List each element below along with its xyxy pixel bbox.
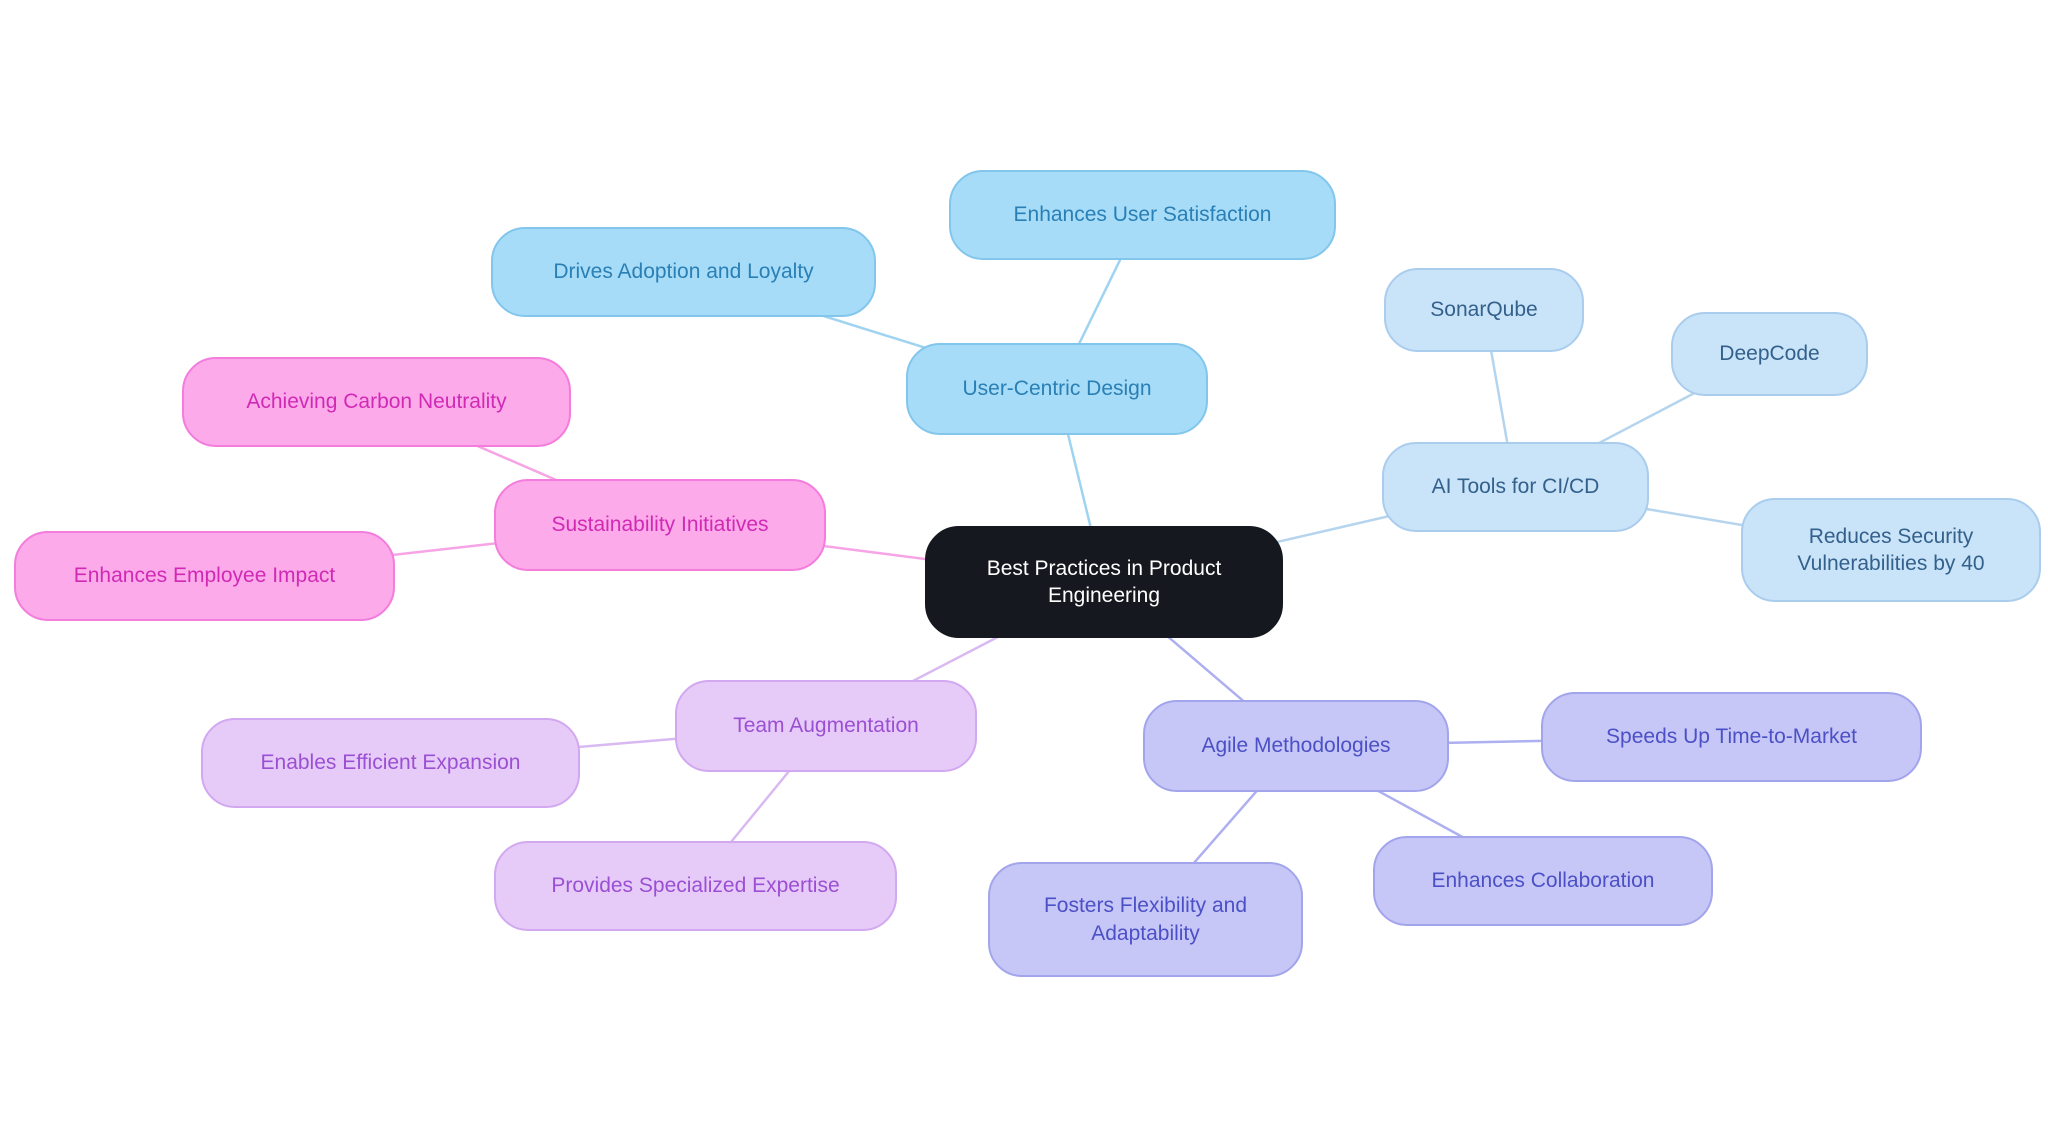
node-team-augmentation[interactable]: Team Augmentation <box>675 680 977 772</box>
node-enhances-collaboration[interactable]: Enhances Collaboration <box>1373 836 1713 926</box>
node-enhances-user-satisfaction[interactable]: Enhances User Satisfaction <box>949 170 1336 260</box>
node-time-to-market[interactable]: Speeds Up Time-to-Market <box>1541 692 1922 782</box>
node-center-best-practices[interactable]: Best Practices in Product Engineering <box>925 526 1283 638</box>
node-sonarqube[interactable]: SonarQube <box>1384 268 1584 352</box>
node-ai-tools-cicd[interactable]: AI Tools for CI/CD <box>1382 442 1649 532</box>
node-drives-adoption-loyalty[interactable]: Drives Adoption and Loyalty <box>491 227 876 317</box>
node-user-centric-design[interactable]: User-Centric Design <box>906 343 1208 435</box>
node-employee-impact[interactable]: Enhances Employee Impact <box>14 531 395 621</box>
node-reduces-vulnerabilities[interactable]: Reduces Security Vulnerabilities by 40 <box>1741 498 2041 602</box>
node-deepcode[interactable]: DeepCode <box>1671 312 1868 396</box>
node-carbon-neutrality[interactable]: Achieving Carbon Neutrality <box>182 357 571 447</box>
node-flexibility-adaptability[interactable]: Fosters Flexibility and Adaptability <box>988 862 1303 977</box>
node-agile-methodologies[interactable]: Agile Methodologies <box>1143 700 1449 792</box>
node-efficient-expansion[interactable]: Enables Efficient Expansion <box>201 718 580 808</box>
node-sustainability-initiatives[interactable]: Sustainability Initiatives <box>494 479 826 571</box>
node-specialized-expertise[interactable]: Provides Specialized Expertise <box>494 841 897 931</box>
